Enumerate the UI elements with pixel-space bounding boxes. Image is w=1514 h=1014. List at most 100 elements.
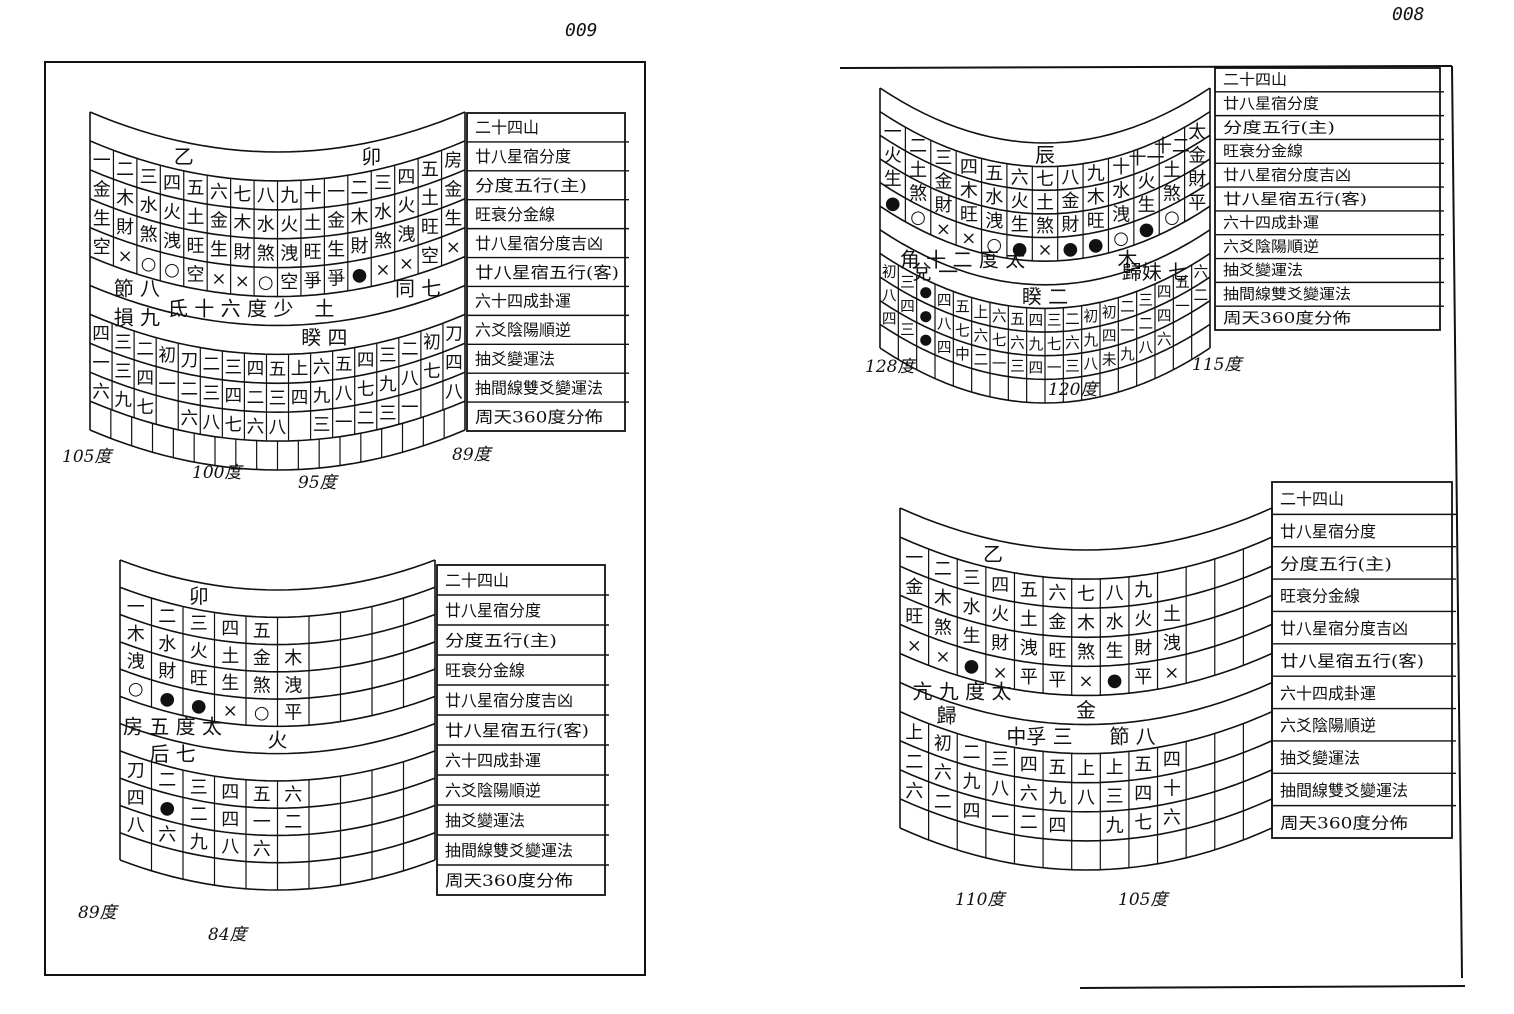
grid-cell: 三 — [190, 777, 208, 798]
grid-cell: 土 — [421, 188, 439, 209]
grid-cell: 七 — [992, 332, 1007, 349]
arc-line — [89, 313, 466, 356]
grid-cell: 洩 — [1020, 638, 1038, 659]
grid-cell: 五 — [1175, 274, 1190, 291]
legend-box — [1214, 67, 1441, 331]
grid-cell: 土 — [304, 213, 322, 234]
grid-cell: 六 — [1048, 583, 1066, 604]
grid-cell: 旺 — [1087, 211, 1105, 232]
right-page-top-rule — [839, 65, 1453, 69]
grid-cell: 九 — [1120, 346, 1135, 363]
grid-cell: 火 — [991, 604, 1009, 625]
grid-cell: 一 — [1175, 298, 1190, 315]
grid-cell: 七 — [225, 415, 243, 436]
grid-cell: 火 — [1138, 172, 1156, 193]
grid-cell: 四 — [291, 388, 309, 408]
grid-cell: 木 — [351, 207, 369, 228]
grid-cell: 九 — [1048, 787, 1066, 808]
grid-cell: 五 — [253, 785, 271, 806]
grid-cell: 二 — [973, 351, 988, 368]
grid-cell: 六 — [1010, 335, 1025, 352]
grid-cell: 二 — [158, 607, 176, 628]
grid-cell: 四 — [92, 325, 110, 345]
arc-line — [899, 681, 1273, 726]
band-text: 房 五 度 太 — [123, 715, 222, 739]
grid-cell: ● — [352, 265, 368, 286]
grid-cell: × — [375, 260, 390, 281]
grid-cell: 四 — [247, 359, 265, 379]
grid-cell: 八 — [1077, 788, 1095, 809]
band-text: 木 — [1118, 247, 1138, 271]
grid-cell: 土 — [1036, 192, 1054, 213]
grid-cell: 二 — [401, 340, 419, 360]
legend-label: 分度五行(主) — [1223, 119, 1335, 136]
grid-cell: 四 — [127, 788, 145, 809]
grid-cell: 九 — [190, 832, 208, 853]
grid-cell: 四 — [221, 782, 239, 803]
grid-cell: 洩 — [280, 243, 298, 264]
grid-cell: 水 — [1112, 181, 1130, 202]
grid-cell: 五 — [421, 159, 439, 180]
grid-cell: 二 — [1020, 813, 1038, 834]
grid-cell: 刀 — [445, 325, 463, 345]
grid-cell: 八 — [1138, 339, 1153, 356]
grid-cell: 金 — [444, 179, 462, 200]
legend-label: 周天360度分佈 — [1280, 813, 1408, 832]
grid-cell: 二 — [351, 178, 369, 199]
legend-label: 六爻陰陽順逆 — [475, 321, 571, 340]
grid-cell: 五 — [1048, 757, 1066, 778]
grid-cell: ● — [1088, 234, 1104, 255]
grid-cell: 三 — [900, 274, 915, 291]
grid-cell: 煞 — [374, 231, 392, 252]
grid-cell: 二 — [905, 752, 923, 773]
grid-cell: 旺 — [190, 668, 208, 689]
grid-cell: 旺 — [304, 242, 322, 263]
band-text: 卯 — [189, 584, 209, 608]
grid-cell: 三 — [203, 384, 221, 404]
degree-mark: 89度 — [452, 445, 494, 465]
grid-cell: 十 — [304, 184, 322, 205]
grid-cell: 一 — [401, 398, 419, 418]
grid-cell: 四 — [225, 387, 243, 407]
grid-cell: 四 — [1134, 784, 1152, 805]
grid-cell: 九 — [1028, 336, 1043, 353]
legend-label: 周天360度分佈 — [1223, 310, 1351, 327]
grid-cell: 二 — [909, 136, 927, 157]
grid-cell: 火 — [163, 202, 181, 223]
arc-line — [879, 134, 1211, 192]
band-text: 節 八 — [1109, 724, 1155, 748]
grid-cell: 六 — [158, 825, 176, 846]
grid-cell: 刀 — [127, 761, 145, 782]
grid-cell: 洩 — [1112, 204, 1130, 225]
legend-label: 分度五行(主) — [475, 176, 587, 195]
grid-cell: × — [399, 253, 414, 274]
grid-cell: 洩 — [163, 231, 181, 252]
grid-cell: 財 — [1134, 638, 1152, 659]
grid-cell: 四 — [963, 801, 981, 822]
grid-cell: 五 — [335, 355, 353, 375]
grid-cell: 六 — [1163, 808, 1181, 829]
grid-cell: 木 — [934, 588, 952, 609]
grid-cell: ● — [1063, 238, 1079, 259]
legend-label: 抽間線雙爻變運法 — [445, 841, 573, 860]
arc-line — [119, 559, 436, 591]
grid-cell: 財 — [158, 661, 176, 682]
grid-cell: 平 — [1134, 667, 1152, 688]
legend-label: 六爻陰陽順逆 — [1280, 716, 1376, 735]
grid-cell: 八 — [257, 186, 275, 207]
grid-cell: 三 — [934, 148, 952, 169]
grid-cell: 水 — [257, 214, 275, 235]
grid-cell: 木 — [1077, 613, 1095, 634]
compass-diagram-upper-right: 辰一二三四五六七八九十十一十二太火土金木水火土金木水火土金生煞財旺洩生煞財旺洩生… — [865, 67, 1444, 404]
arc-line — [899, 594, 1273, 639]
grid-cell: 四 — [163, 173, 181, 194]
grid-cell: 七 — [1134, 813, 1152, 834]
grid-cell: 木 — [127, 624, 145, 645]
grid-cell: 四 — [937, 339, 952, 356]
grid-cell: 四 — [221, 619, 239, 640]
grid-cell: 火 — [1134, 609, 1152, 630]
legend-label: 分度五行(主) — [445, 631, 557, 650]
grid-cell: 三 — [379, 346, 397, 366]
grid-cell: 煞 — [140, 225, 158, 246]
grid-cell: 九 — [114, 390, 132, 411]
